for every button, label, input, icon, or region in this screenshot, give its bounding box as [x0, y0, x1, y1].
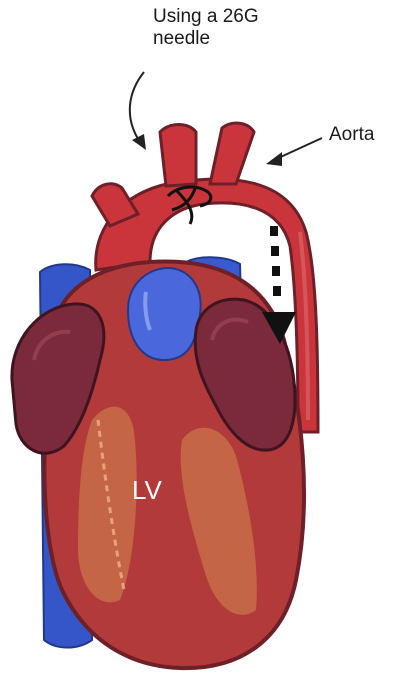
needle-annotation: Using a 26G needle	[153, 6, 259, 50]
pulmonary-trunk	[128, 268, 201, 360]
needle-label-line1: Using a 26G	[153, 6, 259, 28]
needle-pointer-arrow	[130, 72, 146, 150]
aorta-label: Aorta	[329, 124, 374, 146]
needle-label-line2: needle	[153, 28, 259, 50]
lv-label: LV	[132, 476, 162, 504]
aorta-pointer-arrow	[266, 138, 322, 166]
